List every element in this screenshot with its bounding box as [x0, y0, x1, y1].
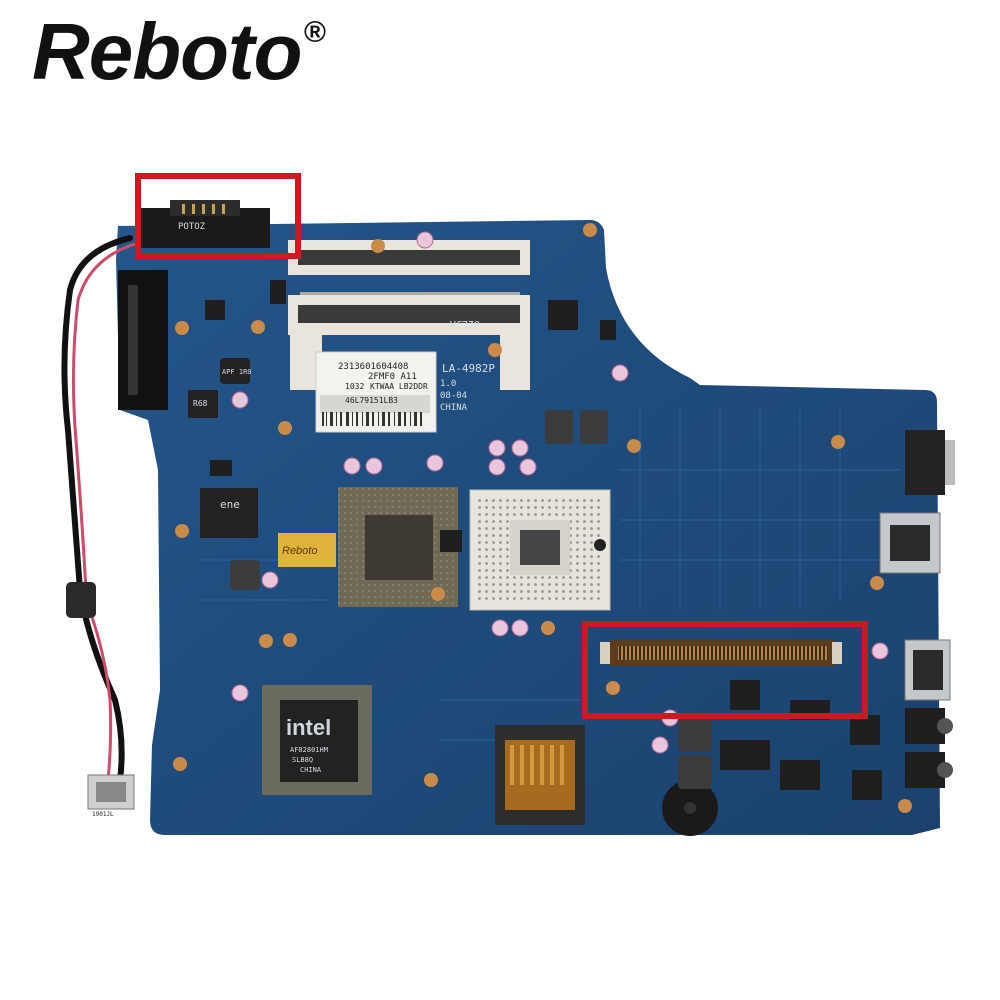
svg-text:R68: R68 [193, 399, 208, 408]
card-reader [495, 725, 585, 825]
board-origin: CHINA [440, 403, 468, 413]
hdd-connector [118, 270, 168, 410]
svg-text:intel: intel [286, 715, 331, 740]
svg-text:APF 1R0: APF 1R0 [222, 368, 252, 376]
ram-slots: 02LJA [288, 240, 530, 390]
lcd-connector [600, 640, 842, 666]
highlight-battery-connector [135, 173, 301, 259]
power-chokes [230, 410, 712, 789]
svg-text:1901JL: 1901JL [92, 811, 114, 818]
highlight-lcd-connector [582, 621, 868, 719]
board-date: 08-04 [440, 391, 467, 401]
side-ports [879, 430, 955, 788]
sticker-line4: 46L79151LB3 [345, 396, 398, 405]
battery-connector-label: POTOZ [178, 222, 206, 232]
ene-chip: ene [200, 488, 258, 538]
svg-text:CHINA: CHINA [300, 766, 322, 774]
dc-cable [61, 235, 137, 783]
capacitors [231, 231, 889, 754]
pcb-traces [200, 410, 900, 741]
board-model: LA-4982P [442, 362, 495, 375]
cpu-socket [469, 489, 611, 611]
svg-text:SLB8Q: SLB8Q [292, 756, 313, 764]
smd-components [205, 280, 882, 800]
brand-logo: Reboto® [32, 12, 326, 92]
sticker-line3-left: 1032 [345, 382, 364, 391]
svg-text:Reboto: Reboto [282, 545, 317, 557]
mount-holes [173, 223, 912, 813]
sticker-line1: 2313601604408 [338, 362, 408, 372]
battery-connector: POTOZ [140, 200, 270, 248]
serial-sticker: 2313601604408 2FMF0 A11 1032 KTWAA LB2DD… [315, 351, 437, 433]
sticker-line3-right: KTWAA LB2DDR [370, 382, 428, 391]
board-rev: 1.0 [440, 379, 456, 389]
dc-jack: 1901JL [87, 774, 135, 818]
inductor: APF 1R0 R68 [188, 358, 252, 418]
sticker-line2: 2FMF0 A11 [368, 372, 417, 382]
svg-text:AF82801HM: AF82801HM [290, 746, 328, 754]
gold-label: Reboto [278, 533, 336, 567]
registered-mark: ® [303, 16, 326, 49]
ram-slot-mark: 02LJA [450, 318, 480, 329]
intel-chip: intel AF82801HM SLB8Q CHINA [262, 685, 372, 795]
svg-text:ene: ene [220, 498, 240, 511]
brand-name: Reboto [32, 7, 303, 96]
ferrite-bead [66, 582, 96, 618]
